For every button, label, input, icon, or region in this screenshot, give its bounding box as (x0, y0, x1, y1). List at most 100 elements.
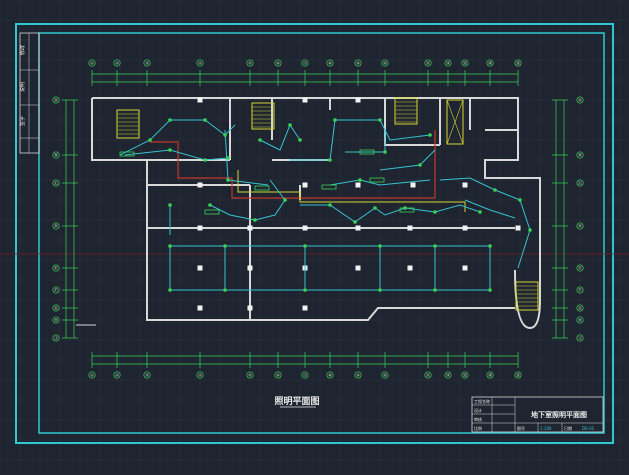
light-fixture (328, 158, 332, 162)
grid-bubble (52, 151, 60, 159)
light-fixture (148, 138, 152, 142)
grid-bubble (52, 334, 60, 342)
grid-bottom-label: ⑦ (303, 373, 307, 378)
light-fixture (226, 178, 230, 182)
grid-bottom-label: ⑥ (276, 373, 280, 378)
grid-bubble (113, 371, 121, 379)
column (197, 305, 203, 311)
grid-bubble (444, 371, 452, 379)
light-fixture (433, 288, 437, 292)
light-fixtures (148, 118, 532, 292)
light-fixture (283, 198, 287, 202)
light-fixture (168, 244, 172, 248)
grid-bubble (326, 371, 334, 379)
light-fixture (203, 158, 207, 162)
grid-top-label: ⑬ (463, 60, 467, 66)
feeder-cable (150, 130, 436, 199)
distribution-panel (204, 209, 220, 215)
light-fixture (528, 228, 532, 232)
grid-top-label: ⑭ (488, 60, 492, 66)
light-fixture (168, 203, 172, 207)
distribution-panels (119, 149, 415, 215)
grid-bubble (354, 371, 362, 379)
grid-bubble (576, 151, 584, 159)
grid-bubble (576, 316, 584, 324)
column (302, 225, 308, 231)
distribution-panel (359, 149, 375, 155)
side-strip-text-0: 修改 (19, 45, 26, 55)
lighting-circuits (119, 119, 531, 291)
grid-right-label: Ⓓ (578, 223, 582, 229)
light-fixture (258, 138, 262, 142)
side-strip-text-2: 签字 (19, 116, 26, 126)
grid-bubble (576, 222, 584, 230)
grid-bottom-label: ⑬ (463, 372, 467, 378)
grid-bubble (246, 371, 254, 379)
light-fixture (223, 133, 227, 137)
light-fixture (253, 218, 257, 222)
grid-left-label: Ⓒ (54, 180, 58, 186)
grid-bubble (52, 222, 60, 230)
structural-columns (197, 97, 521, 311)
grid-bubble (381, 59, 389, 67)
column (247, 265, 253, 271)
grid-top-label: ① (90, 61, 94, 66)
light-fixture (226, 156, 230, 160)
light-fixture (298, 138, 302, 142)
grid-left-label: Ⓕ (54, 287, 58, 293)
grid-right-label: Ⓖ (578, 305, 582, 311)
grid-bubble (88, 59, 96, 67)
column (197, 182, 203, 188)
column (462, 225, 468, 231)
grid-top-label: ⑩ (383, 61, 387, 66)
stair-wells (116, 97, 539, 311)
grid-bubble (143, 371, 151, 379)
inner-sheet-frame (38, 32, 605, 434)
grid-bubble (196, 371, 204, 379)
grid-top-label: ④ (198, 61, 202, 66)
grid-bubble (113, 59, 121, 67)
column (410, 182, 416, 188)
light-fixture (303, 244, 307, 248)
grid-bubble (143, 59, 151, 67)
grid-bubble (461, 371, 469, 379)
title-block-row-0: 工程名称 (474, 398, 490, 404)
grid-left-label: Ⓓ (54, 223, 58, 229)
grid-bottom-label: ⑨ (356, 373, 360, 378)
title-block-value-1: DS-01 (582, 426, 595, 431)
grid-bubble (52, 304, 60, 312)
grid-bubble (274, 59, 282, 67)
dimension-ticks (62, 70, 568, 368)
grid-right-label: Ⓐ (578, 97, 582, 103)
light-fixture (333, 118, 337, 122)
grid-bubble (576, 304, 584, 312)
grid-top-label: ⑫ (446, 60, 450, 66)
column (247, 305, 253, 311)
title-block-row-1: 设计 (474, 407, 482, 413)
light-fixture (433, 244, 437, 248)
grid-bottom-label: ⑭ (488, 372, 492, 378)
column (462, 182, 468, 188)
light-fixture (383, 150, 387, 154)
column (462, 265, 468, 271)
light-fixture (428, 133, 432, 137)
light-fixture (418, 163, 422, 167)
building-walls (91, 97, 541, 330)
grid-bubble (326, 59, 334, 67)
column (355, 225, 361, 231)
title-block: 工程名称 设计 审核 比例 地下室照明平面图 图号 日期 1:100 DS-01 (471, 396, 604, 433)
title-block-drawing-name: 地下室照明平面图 (531, 410, 587, 419)
grid-right-label: Ⓕ (578, 287, 582, 293)
column (355, 265, 361, 271)
title-block-value-0: 1:100 (540, 426, 552, 431)
grid-left-label: Ⓑ (54, 152, 58, 158)
grid-top-label: ⑥ (276, 61, 280, 66)
grid-left-label: Ⓔ (54, 265, 58, 271)
column (407, 265, 413, 271)
light-fixture (168, 148, 172, 152)
